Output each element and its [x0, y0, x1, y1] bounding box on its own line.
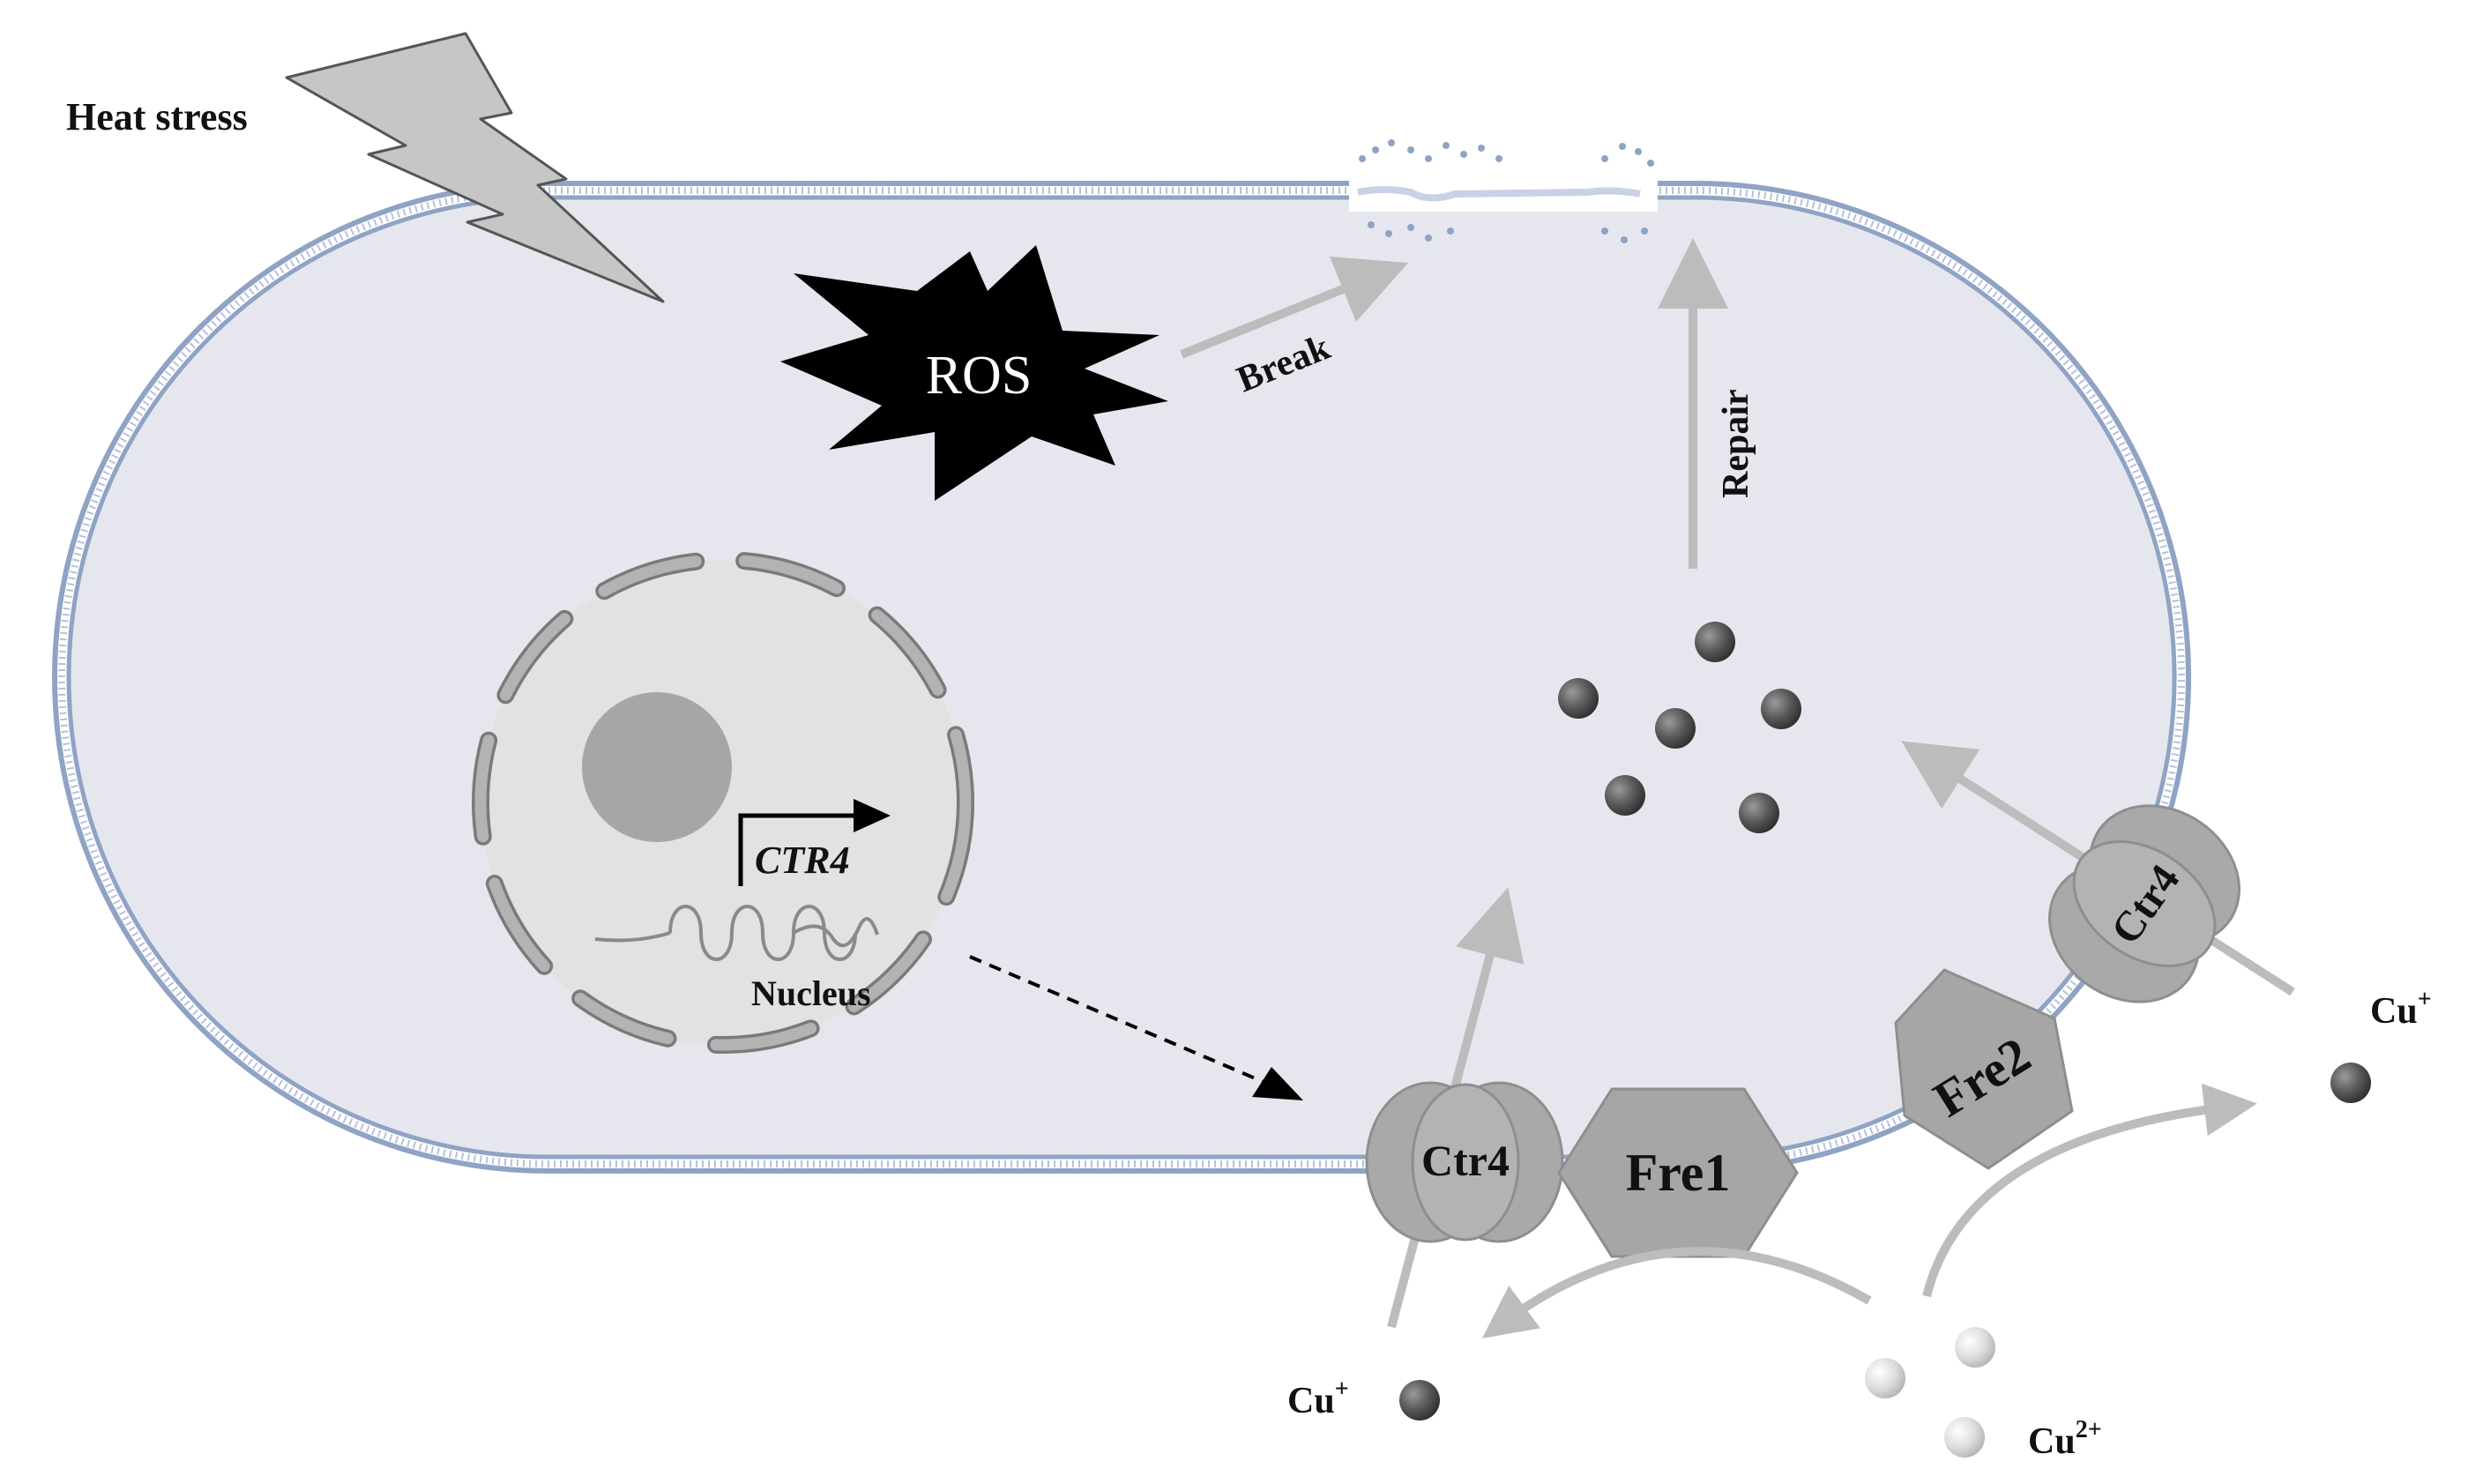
- ctr4-right-transporter: Ctr4: [2048, 804, 2241, 1003]
- cell: [52, 181, 2191, 1174]
- cu-plus-right-label: Cu+: [2370, 986, 2432, 1032]
- fre1-label: Fre1: [1626, 1144, 1731, 1202]
- ctr4-bottom-transporter: Ctr4: [1365, 1081, 1564, 1243]
- ros-burst-icon: [780, 245, 1168, 501]
- cu-plus-ion: [1605, 775, 1645, 816]
- nucleolus: [582, 692, 732, 842]
- cell-membrane-outer: [52, 181, 2191, 1174]
- repair-label: Repair: [1716, 389, 1756, 498]
- cu-plus-ion: [1739, 793, 1779, 833]
- fre1-reductase: Fre1: [1557, 1087, 1799, 1258]
- lightning-bolt-icon: [285, 32, 665, 303]
- ros-label: ROS: [926, 346, 1033, 406]
- cu-plus-ion: [1558, 678, 1599, 719]
- cu-plus-bottom-label: Cu+: [1287, 1376, 1349, 1421]
- extracellular-cu2-ions: [1865, 1327, 1995, 1458]
- gene-label: CTR4: [755, 839, 850, 882]
- nucleus-label: Nucleus: [751, 973, 871, 1013]
- expression-arrowhead: [1252, 1067, 1303, 1100]
- dna-helix-icon: [594, 905, 879, 961]
- nuclear-envelope-fill: [474, 554, 972, 1051]
- membrane-break: [1349, 139, 1658, 243]
- nucleus: CTR4 Nucleus: [472, 551, 974, 1054]
- cu-2plus-ion: [1865, 1358, 1905, 1398]
- cell-membrane-dots: [58, 187, 2185, 1167]
- fre1-reduction-arrow: [1481, 1247, 1872, 1339]
- cu-2plus-label: Cu2+: [2028, 1416, 2102, 1462]
- expression-arrow: [969, 955, 1271, 1086]
- cu-plus-ion: [1761, 689, 1801, 729]
- heat-stress-label: Heat stress: [66, 95, 248, 138]
- ctr4-bottom-label: Ctr4: [1421, 1136, 1510, 1185]
- cu-2plus-ion: [1944, 1417, 1985, 1458]
- cu-plus-ion-right: [2330, 1063, 2371, 1103]
- cu-2plus-ion: [1955, 1327, 1995, 1368]
- cu-plus-ion: [1695, 622, 1735, 662]
- fre2-reduction-arrow: [1922, 1083, 2257, 1298]
- fre2-reductase: Fre2: [1894, 968, 2074, 1170]
- transcription-arrow-icon: [738, 813, 860, 886]
- cu-plus-ion-bottom: [1399, 1380, 1440, 1421]
- break-arrow: [1180, 256, 1409, 359]
- cu-plus-ion: [1655, 708, 1696, 749]
- intracellular-copper: [1558, 622, 1801, 833]
- transcription-arrowhead: [854, 799, 891, 832]
